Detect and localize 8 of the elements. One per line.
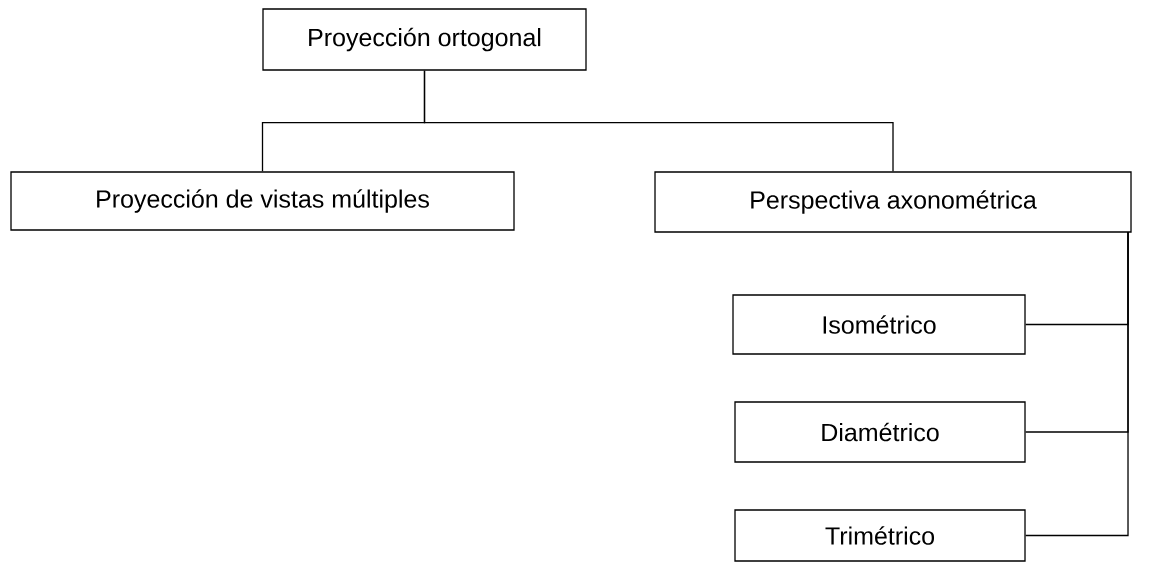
box: Proyección de vistas múltiples <box>10 171 515 231</box>
connector-line <box>423 70 894 172</box>
box: Diamétrico <box>734 401 1026 463</box>
box: Trimétrico <box>734 509 1026 562</box>
box: Proyección ortogonal <box>262 8 587 71</box>
box: Isométrico <box>732 294 1026 355</box>
box: Perspectiva axonométrica <box>654 171 1132 233</box>
connector-line <box>1025 231 1129 537</box>
